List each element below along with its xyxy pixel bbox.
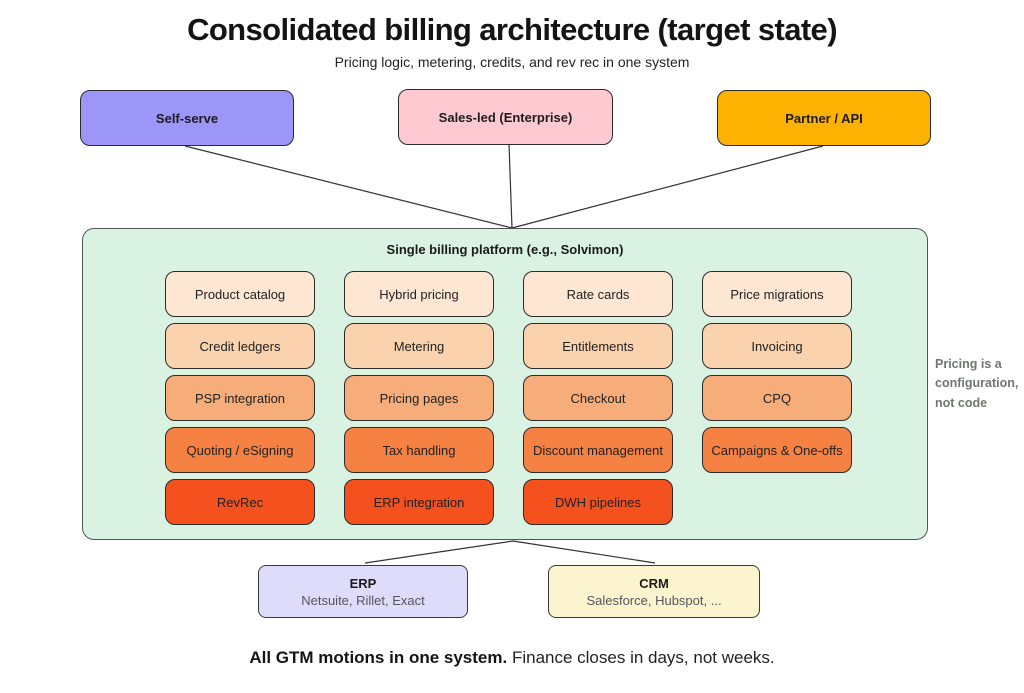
grid-cell: DWH pipelines [523, 479, 673, 525]
grid-cell: Credit ledgers [165, 323, 315, 369]
caption-regular: Finance closes in days, not weeks. [511, 648, 775, 667]
grid-cell: PSP integration [165, 375, 315, 421]
channel-box-self-serve: Self-serve [80, 90, 294, 146]
grid-cell: Product catalog [165, 271, 315, 317]
grid-cell: Entitlements [523, 323, 673, 369]
grid-cell: Campaigns & One-offs [702, 427, 852, 473]
grid-cell: Quoting / eSigning [165, 427, 315, 473]
erp-box: ERP Netsuite, Rillet, Exact [258, 565, 468, 618]
billing-platform-container: Single billing platform (e.g., Solvimon)… [82, 228, 928, 540]
caption-bold: All GTM motions in one system. [249, 648, 508, 667]
grid-cell: CPQ [702, 375, 852, 421]
channel-label: Partner / API [785, 110, 863, 126]
grid-cell: Checkout [523, 375, 673, 421]
grid-cell: RevRec [165, 479, 315, 525]
channel-box-sales-led: Sales-led (Enterprise) [398, 89, 613, 145]
channel-box-partner-api: Partner / API [717, 90, 931, 146]
channel-label: Sales-led (Enterprise) [438, 109, 573, 125]
bottom-caption: All GTM motions in one system. Finance c… [0, 648, 1024, 668]
erp-subtitle: Netsuite, Rillet, Exact [301, 592, 425, 608]
grid-cell: Rate cards [523, 271, 673, 317]
crm-title: CRM [639, 575, 669, 591]
crm-box: CRM Salesforce, Hubspot, ... [548, 565, 760, 618]
capability-grid: Product catalog Hybrid pricing Rate card… [165, 271, 852, 525]
grid-cell: Invoicing [702, 323, 852, 369]
grid-cell: Price migrations [702, 271, 852, 317]
channel-label: Self-serve [155, 110, 219, 126]
side-note: Pricing is a configuration, not code [935, 357, 1019, 410]
erp-title: ERP [349, 575, 377, 591]
crm-subtitle: Salesforce, Hubspot, ... [586, 592, 722, 608]
grid-cell: ERP integration [344, 479, 494, 525]
grid-cell: Metering [344, 323, 494, 369]
page-title: Consolidated billing architecture (targe… [187, 12, 837, 47]
platform-title: Single billing platform (e.g., Solvimon) [386, 242, 624, 257]
grid-cell: Tax handling [344, 427, 494, 473]
page-subtitle: Pricing logic, metering, credits, and re… [334, 54, 690, 70]
grid-cell: Hybrid pricing [344, 271, 494, 317]
grid-cell: Discount management [523, 427, 673, 473]
grid-cell: Pricing pages [344, 375, 494, 421]
